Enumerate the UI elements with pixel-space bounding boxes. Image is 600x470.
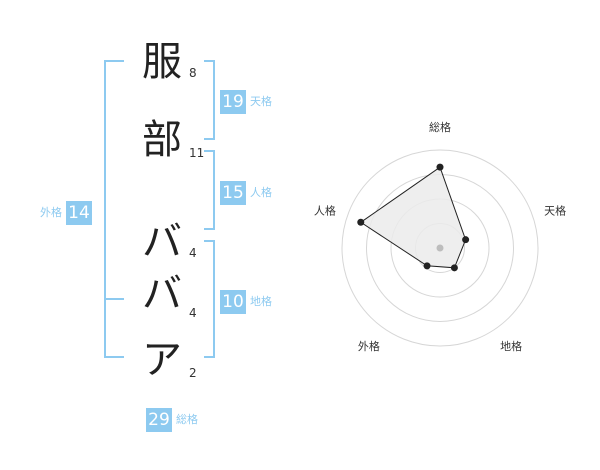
gaikaku-bracket bbox=[104, 60, 124, 358]
radar-point bbox=[357, 218, 365, 226]
soukaku-value: 29 bbox=[146, 408, 172, 432]
radar-point bbox=[462, 236, 470, 244]
radar-point bbox=[423, 262, 431, 270]
name-char-1: 服 bbox=[142, 39, 182, 85]
jinkaku-label: 人格 bbox=[250, 186, 272, 199]
jinkaku-bracket bbox=[204, 150, 215, 230]
radar-axis-label: 外格 bbox=[358, 339, 380, 353]
gaikaku-bracket-tick bbox=[104, 298, 124, 300]
radar-axis-label: 人格 bbox=[314, 204, 336, 218]
radar-center-dot bbox=[436, 244, 444, 252]
gaikaku-value: 14 bbox=[66, 201, 92, 225]
stroke-count-1: 8 bbox=[189, 66, 197, 80]
radar-point bbox=[450, 264, 458, 272]
radar-axis-label: 天格 bbox=[544, 204, 566, 218]
gaikaku-label: 外格 bbox=[40, 206, 62, 219]
tenkaku-bracket bbox=[204, 60, 215, 140]
soukaku-label: 総格 bbox=[176, 413, 198, 426]
tenkaku-label: 天格 bbox=[250, 95, 272, 108]
radar-point bbox=[436, 163, 444, 171]
name-char-2: 部 bbox=[142, 117, 182, 163]
tenkaku-score: 19 天格 bbox=[220, 90, 272, 114]
name-char-3: バ bbox=[142, 219, 182, 265]
stroke-count-5: 2 bbox=[189, 366, 197, 380]
stroke-count-2: 11 bbox=[189, 146, 205, 160]
stroke-count-4: 4 bbox=[189, 306, 197, 320]
chikaku-score: 10 地格 bbox=[220, 290, 272, 314]
chikaku-value: 10 bbox=[220, 290, 246, 314]
chikaku-label: 地格 bbox=[250, 295, 272, 308]
radar-axis-label: 地格 bbox=[500, 339, 522, 353]
name-char-5: ア bbox=[142, 337, 182, 383]
jinkaku-score: 15 人格 bbox=[220, 181, 272, 205]
radar-points bbox=[357, 163, 470, 272]
stroke-count-3: 4 bbox=[189, 246, 197, 260]
soukaku-score: 29 総格 bbox=[146, 408, 198, 432]
tenkaku-value: 19 bbox=[220, 90, 246, 114]
radar-ring bbox=[341, 149, 539, 347]
radar-area bbox=[359, 166, 467, 269]
jinkaku-value: 15 bbox=[220, 181, 246, 205]
gaikaku-score: 外格 14 bbox=[40, 201, 92, 225]
radar-axis-label: 総格 bbox=[429, 120, 451, 134]
name-char-4: バ bbox=[142, 271, 182, 317]
chikaku-bracket bbox=[204, 240, 215, 358]
